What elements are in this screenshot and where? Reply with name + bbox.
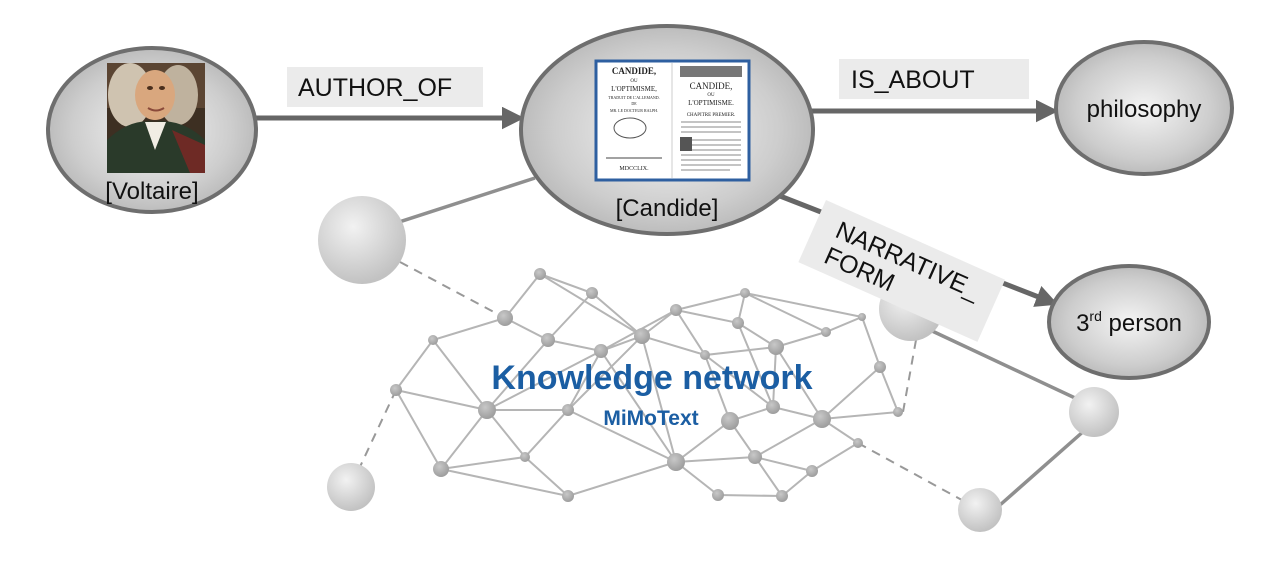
candide-label: [Candide] <box>616 195 719 222</box>
candide-title-page-image: CANDIDE, OU L'OPTIMISME, TRADUIT DE L'AL… <box>594 59 751 182</box>
book-right-ou: OU <box>707 93 715 98</box>
third-person-label: 3rd person <box>1076 308 1182 337</box>
third-person-label-text: person <box>1102 310 1182 337</box>
book-right-title: CANDIDE, <box>690 81 733 91</box>
author-of-label-box <box>287 67 483 107</box>
is-about-label: IS_ABOUT <box>851 66 975 94</box>
book-ornament <box>613 117 647 139</box>
knowledge-network-title: Knowledge network <box>491 359 812 397</box>
third-person-label-superscript: rd <box>1089 308 1101 324</box>
voltaire-label: [Voltaire] <box>105 178 198 205</box>
book-right-subtitle: L'OPTIMISME. <box>688 99 734 107</box>
voltaire-portrait-image <box>107 63 205 173</box>
philosophy-label: philosophy <box>1087 96 1202 123</box>
network-ball-left <box>318 196 406 284</box>
philosophy-node <box>1054 40 1234 176</box>
third-person-node <box>1047 264 1211 380</box>
is-about-label-box <box>839 59 1029 99</box>
book-left-small3: MR. LE DOCTEUR RALPH. <box>610 108 658 113</box>
book-left-small2: DE <box>631 101 637 106</box>
network-nodes <box>390 268 903 502</box>
book-left-date: MDCCLIX. <box>619 166 649 172</box>
author-of-label: AUTHOR_OF <box>298 74 452 102</box>
book-left-small1: TRADUIT DE L'ALLEMAND. <box>608 95 659 100</box>
network-ball-bottom-right <box>958 488 1002 532</box>
knowledge-network-subtitle: MiMoText <box>603 407 698 430</box>
network-ball-right <box>1069 387 1119 437</box>
book-left-title: CANDIDE, <box>612 66 656 76</box>
book-right-chapter: CHAPITRE PREMIER. <box>687 113 736 118</box>
network-ball-bottom-left <box>327 463 375 511</box>
third-person-label-number: 3 <box>1076 310 1089 337</box>
book-left-ou: OU <box>630 79 638 84</box>
narrative-form-label-box <box>798 200 1006 342</box>
book-left-subtitle: L'OPTIMISME, <box>611 85 657 93</box>
